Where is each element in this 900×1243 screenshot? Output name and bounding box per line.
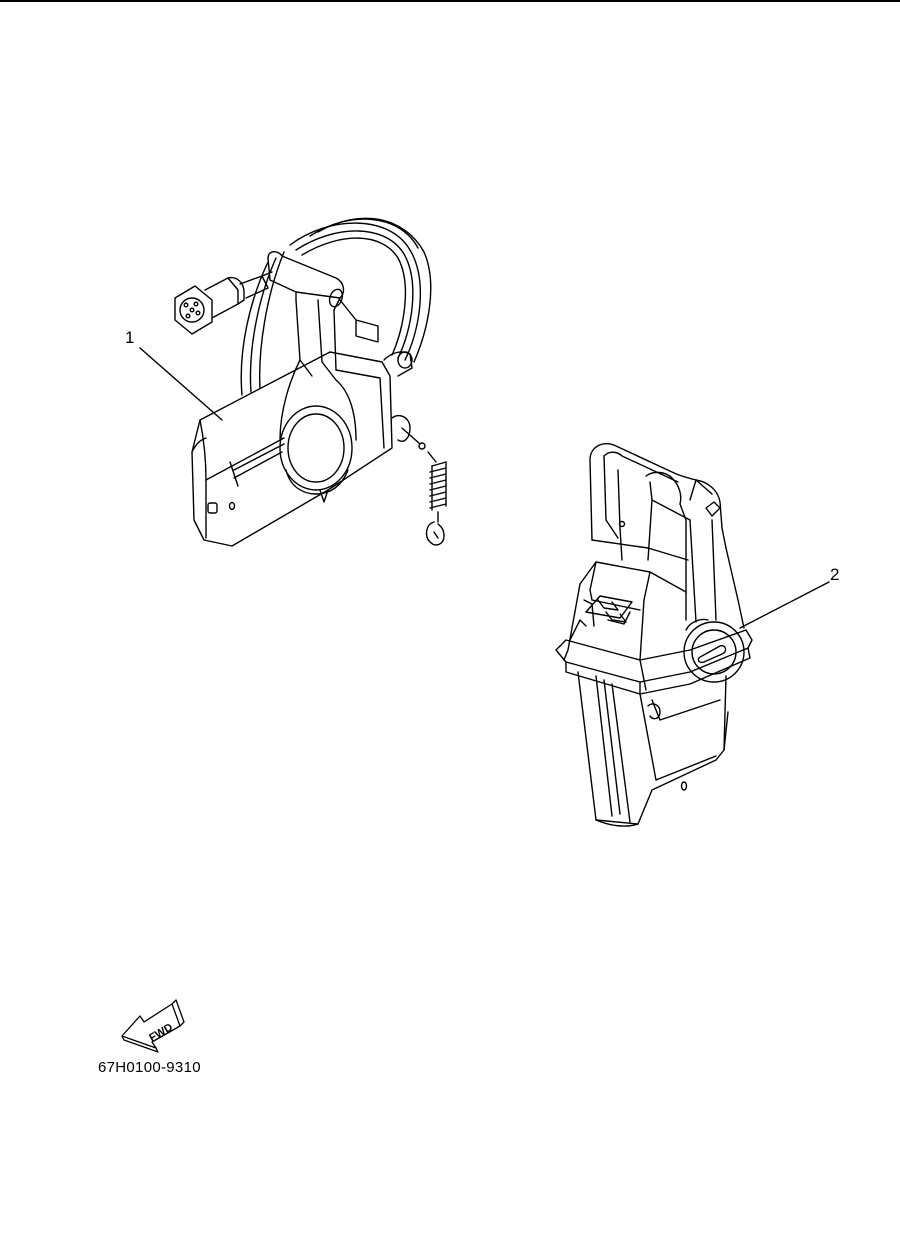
callout-1-label: 1 <box>125 328 135 347</box>
mounting-plate <box>555 629 753 695</box>
binnacle-remote-control <box>555 442 753 827</box>
control-lever <box>267 251 357 495</box>
pedestal <box>577 671 729 827</box>
lever-hub <box>683 547 745 683</box>
fwd-arrow-icon: FWD <box>121 999 185 1053</box>
return-spring <box>391 414 447 546</box>
fwd-arrow-label: FWD <box>147 1021 175 1044</box>
callout-2-leader <box>739 581 830 629</box>
part-code: 67H0100-9310 <box>98 1059 201 1076</box>
upper-housing <box>563 539 689 691</box>
handle-bar <box>589 442 727 623</box>
harness-connector <box>174 271 273 335</box>
callout-1-leader <box>139 347 223 421</box>
control-box-body <box>191 299 413 547</box>
callout-2-label: 2 <box>830 565 840 584</box>
top-rule <box>0 0 900 2</box>
coiled-cable <box>240 217 432 396</box>
side-mount-remote-control <box>174 217 447 547</box>
